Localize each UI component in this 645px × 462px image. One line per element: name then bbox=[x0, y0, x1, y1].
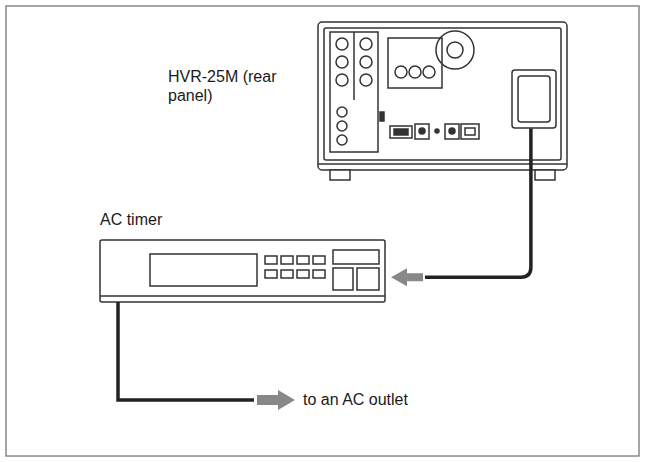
recorder-node: HVR-25M (rear panel) bbox=[318, 22, 567, 170]
outlet-cable bbox=[118, 302, 295, 410]
power-cord bbox=[391, 129, 531, 287]
ac-timer bbox=[100, 240, 385, 302]
device-label: AC timer bbox=[100, 210, 300, 229]
frame bbox=[6, 6, 639, 456]
timer-node: AC timer bbox=[100, 240, 385, 302]
device-label: HVR-25M (rear panel) bbox=[168, 67, 288, 105]
outlet-label: to an AC outlet bbox=[303, 390, 408, 409]
